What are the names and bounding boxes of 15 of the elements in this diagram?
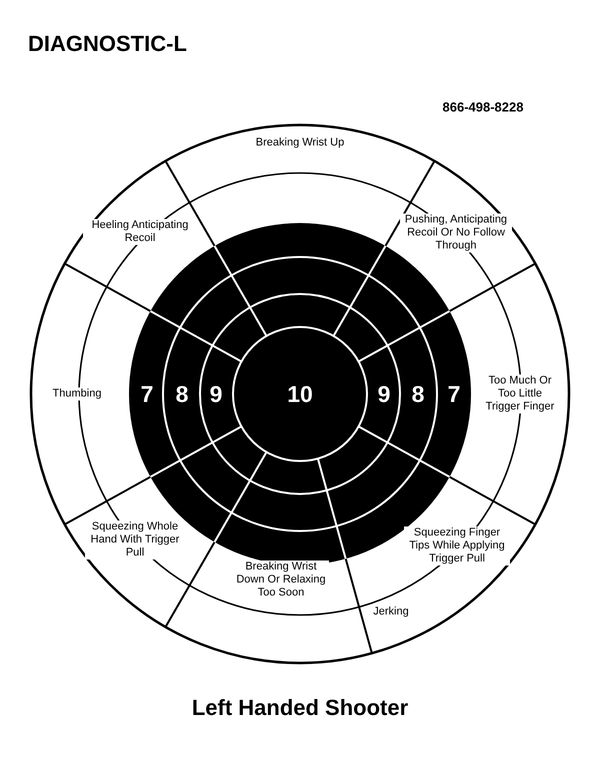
ring-score: 7	[140, 382, 154, 406]
ring-score: 8	[176, 382, 188, 406]
ring-score: 7	[448, 382, 460, 406]
zone-label: Breaking Wrist Up	[254, 136, 346, 150]
zone-label: Pushing, Anticipating Recoil Or No Follow Through	[400, 214, 512, 252]
ring-score: 8	[412, 382, 424, 406]
zone-label: Thumbing	[50, 388, 104, 400]
caption: Left Handed Shooter	[192, 695, 408, 721]
page-title: DIAGNOSTIC-L	[28, 31, 187, 57]
ring-score: 10	[287, 382, 313, 406]
zone-label: Jerking	[371, 606, 411, 618]
ring-score: 9	[378, 382, 390, 406]
zone-label: Squeezing Finger Tips While Applying Trigger Pull	[404, 526, 510, 566]
ring-score: 9	[210, 382, 222, 406]
phone-number: 866-498-8228	[442, 100, 524, 114]
